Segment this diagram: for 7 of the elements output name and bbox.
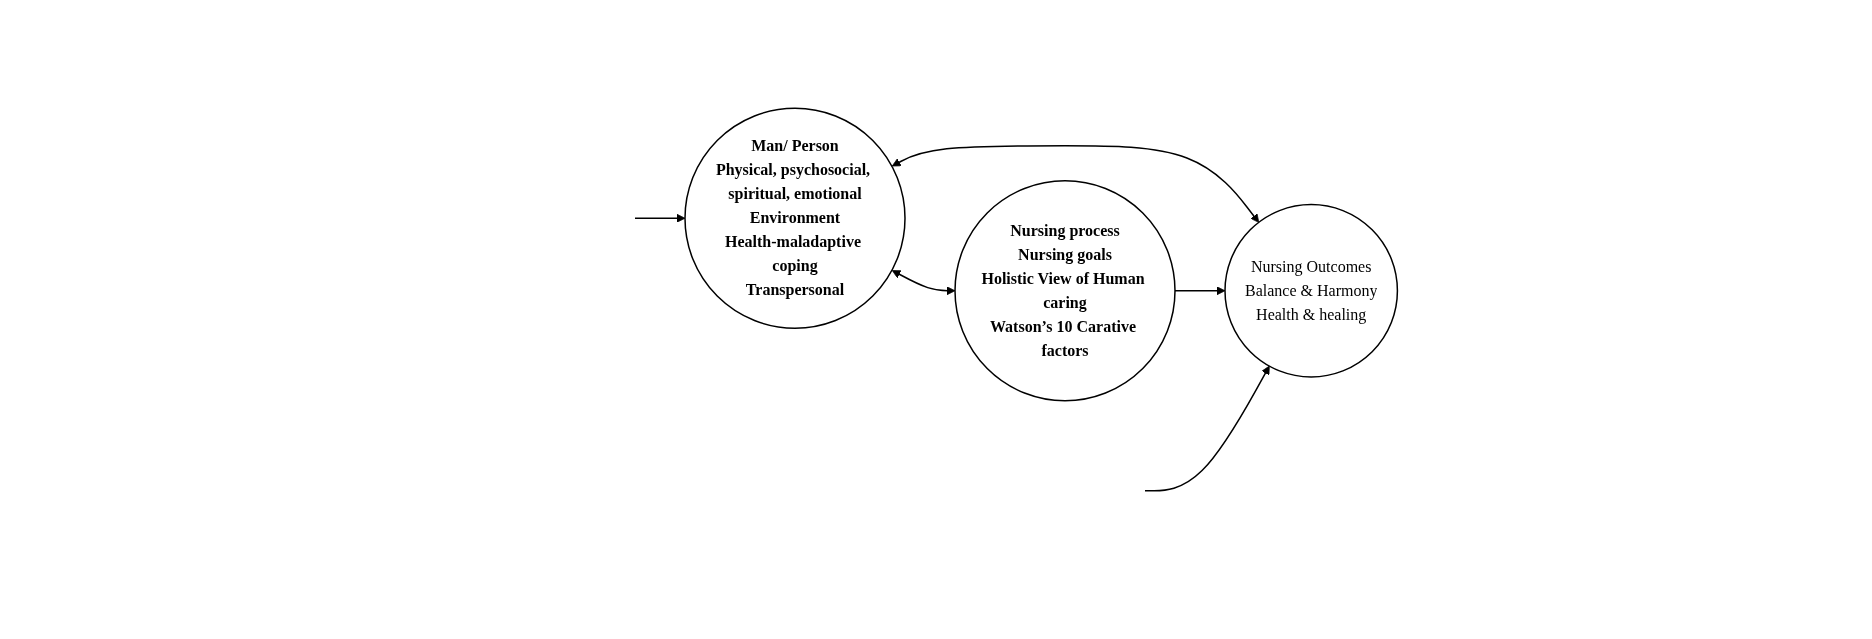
arrow [891, 270, 956, 296]
node-circle: Nursing process Nursing goals Holistic View of Human caring Watson’s 10 Carative factors [954, 180, 1176, 402]
arrow [1144, 365, 1270, 492]
node-circle: Nursing Outcomes Balance & Harmony Health & healing [1224, 203, 1398, 378]
arrow [634, 213, 686, 223]
node-circle: Man/ Person Physical, psychosocial, spiritual, emotional Environment Health-maladaptive coping Transpersonal [684, 107, 906, 329]
arrow [891, 145, 1259, 223]
